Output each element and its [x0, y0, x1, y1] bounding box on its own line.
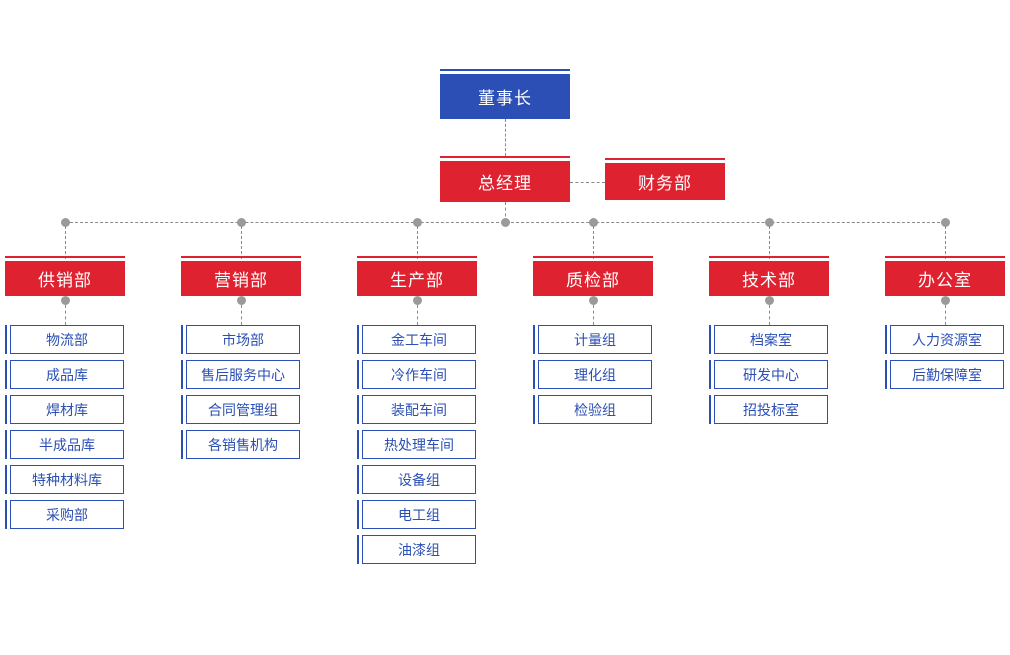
department-label: 技术部 [742, 271, 796, 291]
unit-accent-bar [357, 500, 359, 529]
connector-dept-units [769, 305, 770, 325]
department-dot [589, 296, 598, 305]
department-label: 营销部 [214, 271, 268, 291]
unit-accent-bar [5, 325, 7, 354]
department-dot [237, 296, 246, 305]
unit-box: 成品库 [10, 360, 124, 389]
unit-accent-bar [709, 325, 711, 354]
connector-gm-finance [570, 182, 605, 183]
unit-accent-bar [5, 360, 7, 389]
unit-box: 各销售机构 [186, 430, 300, 459]
unit-accent-bar [885, 325, 887, 354]
unit-accent-bar [5, 465, 7, 494]
department-box: 办公室 [885, 256, 1005, 296]
department-dot [941, 296, 950, 305]
unit-box: 特种材料库 [10, 465, 124, 494]
department-dot [61, 296, 70, 305]
connector-bus-dept [241, 226, 242, 259]
unit-box: 设备组 [362, 465, 476, 494]
unit-accent-bar [357, 360, 359, 389]
bus-center-dot [501, 218, 510, 227]
unit-box: 后勤保障室 [890, 360, 1004, 389]
department-label: 生产部 [390, 271, 444, 291]
chairman-label: 董事长 [478, 89, 532, 109]
bus-dot [941, 218, 950, 227]
unit-accent-bar [533, 395, 535, 424]
unit-accent-bar [533, 325, 535, 354]
bus-dot [237, 218, 246, 227]
connector-dept-units [241, 305, 242, 325]
unit-box: 装配车间 [362, 395, 476, 424]
bus-dot [765, 218, 774, 227]
connector-bus-dept [769, 226, 770, 259]
connector-dept-units [65, 305, 66, 325]
unit-accent-bar [533, 360, 535, 389]
chairman-box: 董事长 [440, 69, 570, 119]
unit-box: 焊材库 [10, 395, 124, 424]
connector-bus-dept [593, 226, 594, 259]
unit-box: 档案室 [714, 325, 828, 354]
unit-accent-bar [709, 395, 711, 424]
unit-accent-bar [357, 535, 359, 564]
unit-box: 合同管理组 [186, 395, 300, 424]
unit-box: 物流部 [10, 325, 124, 354]
unit-box: 金工车间 [362, 325, 476, 354]
general-manager-box: 总经理 [440, 156, 570, 202]
unit-box: 电工组 [362, 500, 476, 529]
department-dot [765, 296, 774, 305]
unit-accent-bar [357, 430, 359, 459]
bus-dot [589, 218, 598, 227]
unit-box: 冷作车间 [362, 360, 476, 389]
unit-accent-bar [357, 465, 359, 494]
connector-dept-units [945, 305, 946, 325]
department-label: 质检部 [566, 271, 620, 291]
unit-accent-bar [181, 325, 183, 354]
unit-box: 半成品库 [10, 430, 124, 459]
connector-bus-dept [65, 226, 66, 259]
unit-accent-bar [5, 395, 7, 424]
bus-dot [61, 218, 70, 227]
unit-accent-bar [885, 360, 887, 389]
unit-box: 人力资源室 [890, 325, 1004, 354]
unit-accent-bar [357, 395, 359, 424]
finance-box: 财务部 [605, 158, 725, 200]
finance-label: 财务部 [638, 174, 692, 194]
connector-bus-dept [417, 226, 418, 259]
unit-box: 采购部 [10, 500, 124, 529]
unit-box: 检验组 [538, 395, 652, 424]
department-box: 营销部 [181, 256, 301, 296]
unit-accent-bar [181, 395, 183, 424]
department-box: 技术部 [709, 256, 829, 296]
unit-accent-bar [357, 325, 359, 354]
unit-accent-bar [181, 430, 183, 459]
department-box: 质检部 [533, 256, 653, 296]
department-label: 办公室 [918, 271, 972, 291]
connector-bus-dept [945, 226, 946, 259]
unit-box: 热处理车间 [362, 430, 476, 459]
unit-accent-bar [181, 360, 183, 389]
unit-box: 油漆组 [362, 535, 476, 564]
unit-accent-bar [5, 500, 7, 529]
unit-box: 研发中心 [714, 360, 828, 389]
unit-accent-bar [5, 430, 7, 459]
department-dot [413, 296, 422, 305]
unit-box: 售后服务中心 [186, 360, 300, 389]
general-manager-label: 总经理 [478, 174, 532, 194]
department-box: 供销部 [5, 256, 125, 296]
unit-box: 招投标室 [714, 395, 828, 424]
unit-box: 理化组 [538, 360, 652, 389]
connector-gm-bus [505, 202, 506, 222]
unit-accent-bar [709, 360, 711, 389]
connector-chairman-gm [505, 119, 506, 156]
connector-dept-units [593, 305, 594, 325]
department-box: 生产部 [357, 256, 477, 296]
unit-box: 市场部 [186, 325, 300, 354]
department-label: 供销部 [38, 271, 92, 291]
connector-dept-units [417, 305, 418, 325]
bus-dot [413, 218, 422, 227]
unit-box: 计量组 [538, 325, 652, 354]
